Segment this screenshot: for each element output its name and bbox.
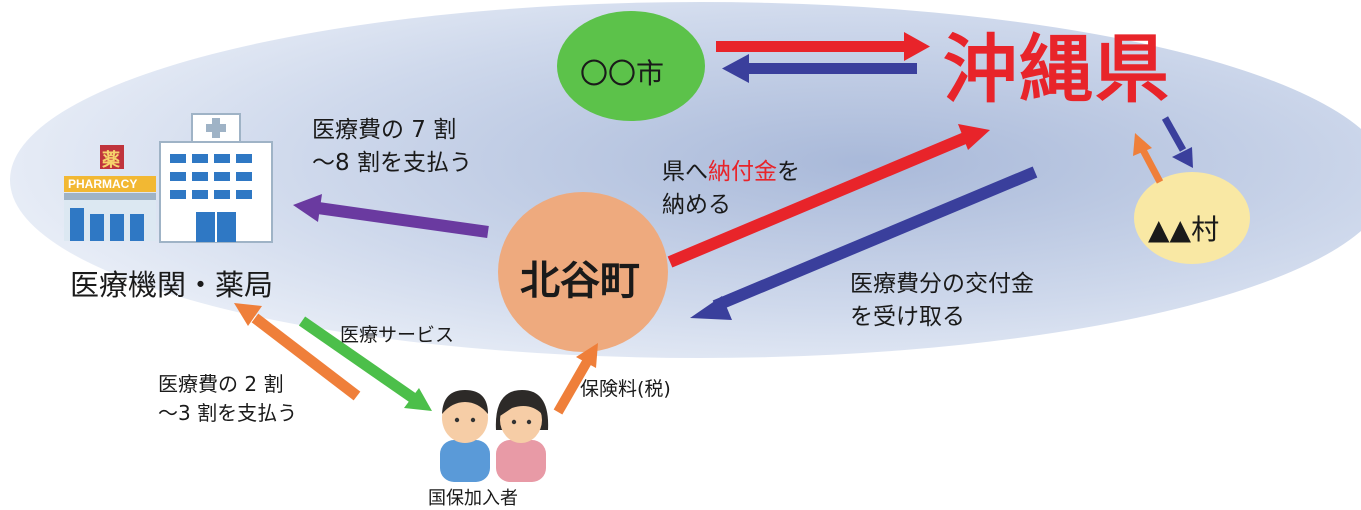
town-to-medical-arrow [293, 194, 489, 238]
region-ellipse [10, 2, 1361, 358]
town-to-prefecture-arrow [667, 124, 990, 268]
insured-people-icon [440, 390, 549, 482]
prefecture-label: 沖縄県 [943, 27, 1171, 113]
pay-7-8-line2: ～8 割を支払う [312, 150, 472, 177]
pharmacy-icon [64, 145, 156, 241]
town-circle [498, 192, 668, 352]
prefecture-to-village-arrow [1161, 116, 1193, 168]
pay-to-prefecture-label: 県へ納付金を 納める [662, 156, 800, 223]
pay-to-prefecture-prefix: 県へ [662, 159, 708, 185]
pay-to-prefecture-suffix: を [777, 159, 800, 185]
pay-to-prefecture-line2: 納める [662, 192, 731, 219]
pay-2-3-line2: ～3 割を支払う [158, 401, 298, 425]
town-label: 北谷町 [520, 258, 640, 304]
medical-service-label: 医療サービス [340, 324, 455, 346]
medical-to-insured-arrow [298, 316, 432, 411]
village-circle [1134, 172, 1250, 264]
grant-line2: を受け取る [850, 304, 965, 331]
medical-label: 医療機関・薬局 [70, 268, 274, 302]
insured-to-medical-arrow [234, 303, 361, 401]
prefecture-to-city-arrow [722, 54, 917, 83]
city-to-prefecture-arrow [716, 32, 930, 61]
grant-label: 医療費分の交付金 を受け取る [850, 268, 1034, 335]
pharmacy-kanji: 薬 [102, 150, 120, 171]
village-to-prefecture-arrow [1133, 133, 1164, 184]
insured-label: 国保加入者 [428, 488, 518, 509]
prefecture-to-town-arrow [690, 166, 1038, 320]
city-label: 〇〇市 [580, 57, 665, 90]
premium-label: 保険料(税) [580, 378, 671, 400]
pharmacy-sign: PHARMACY [68, 177, 138, 191]
hospital-icon [159, 113, 273, 243]
pay-7-8-line1: 医療費の 7 割 [312, 117, 457, 143]
pay-2-3-line1: 医療費の 2 割 [158, 372, 284, 396]
pay-to-prefecture-line1: 県へ納付金を [662, 156, 800, 189]
grant-line1: 医療費分の交付金 [850, 271, 1034, 297]
payment-highlight: 納付金 [708, 159, 777, 185]
insured-to-town-arrow [553, 343, 598, 415]
city-circle [557, 11, 705, 121]
pay-7-8-label: 医療費の 7 割 ～8 割を支払う [312, 114, 472, 181]
village-label: ▲▲村 [1148, 213, 1220, 246]
pay-2-3-label: 医療費の 2 割 ～3 割を支払う [158, 370, 297, 428]
